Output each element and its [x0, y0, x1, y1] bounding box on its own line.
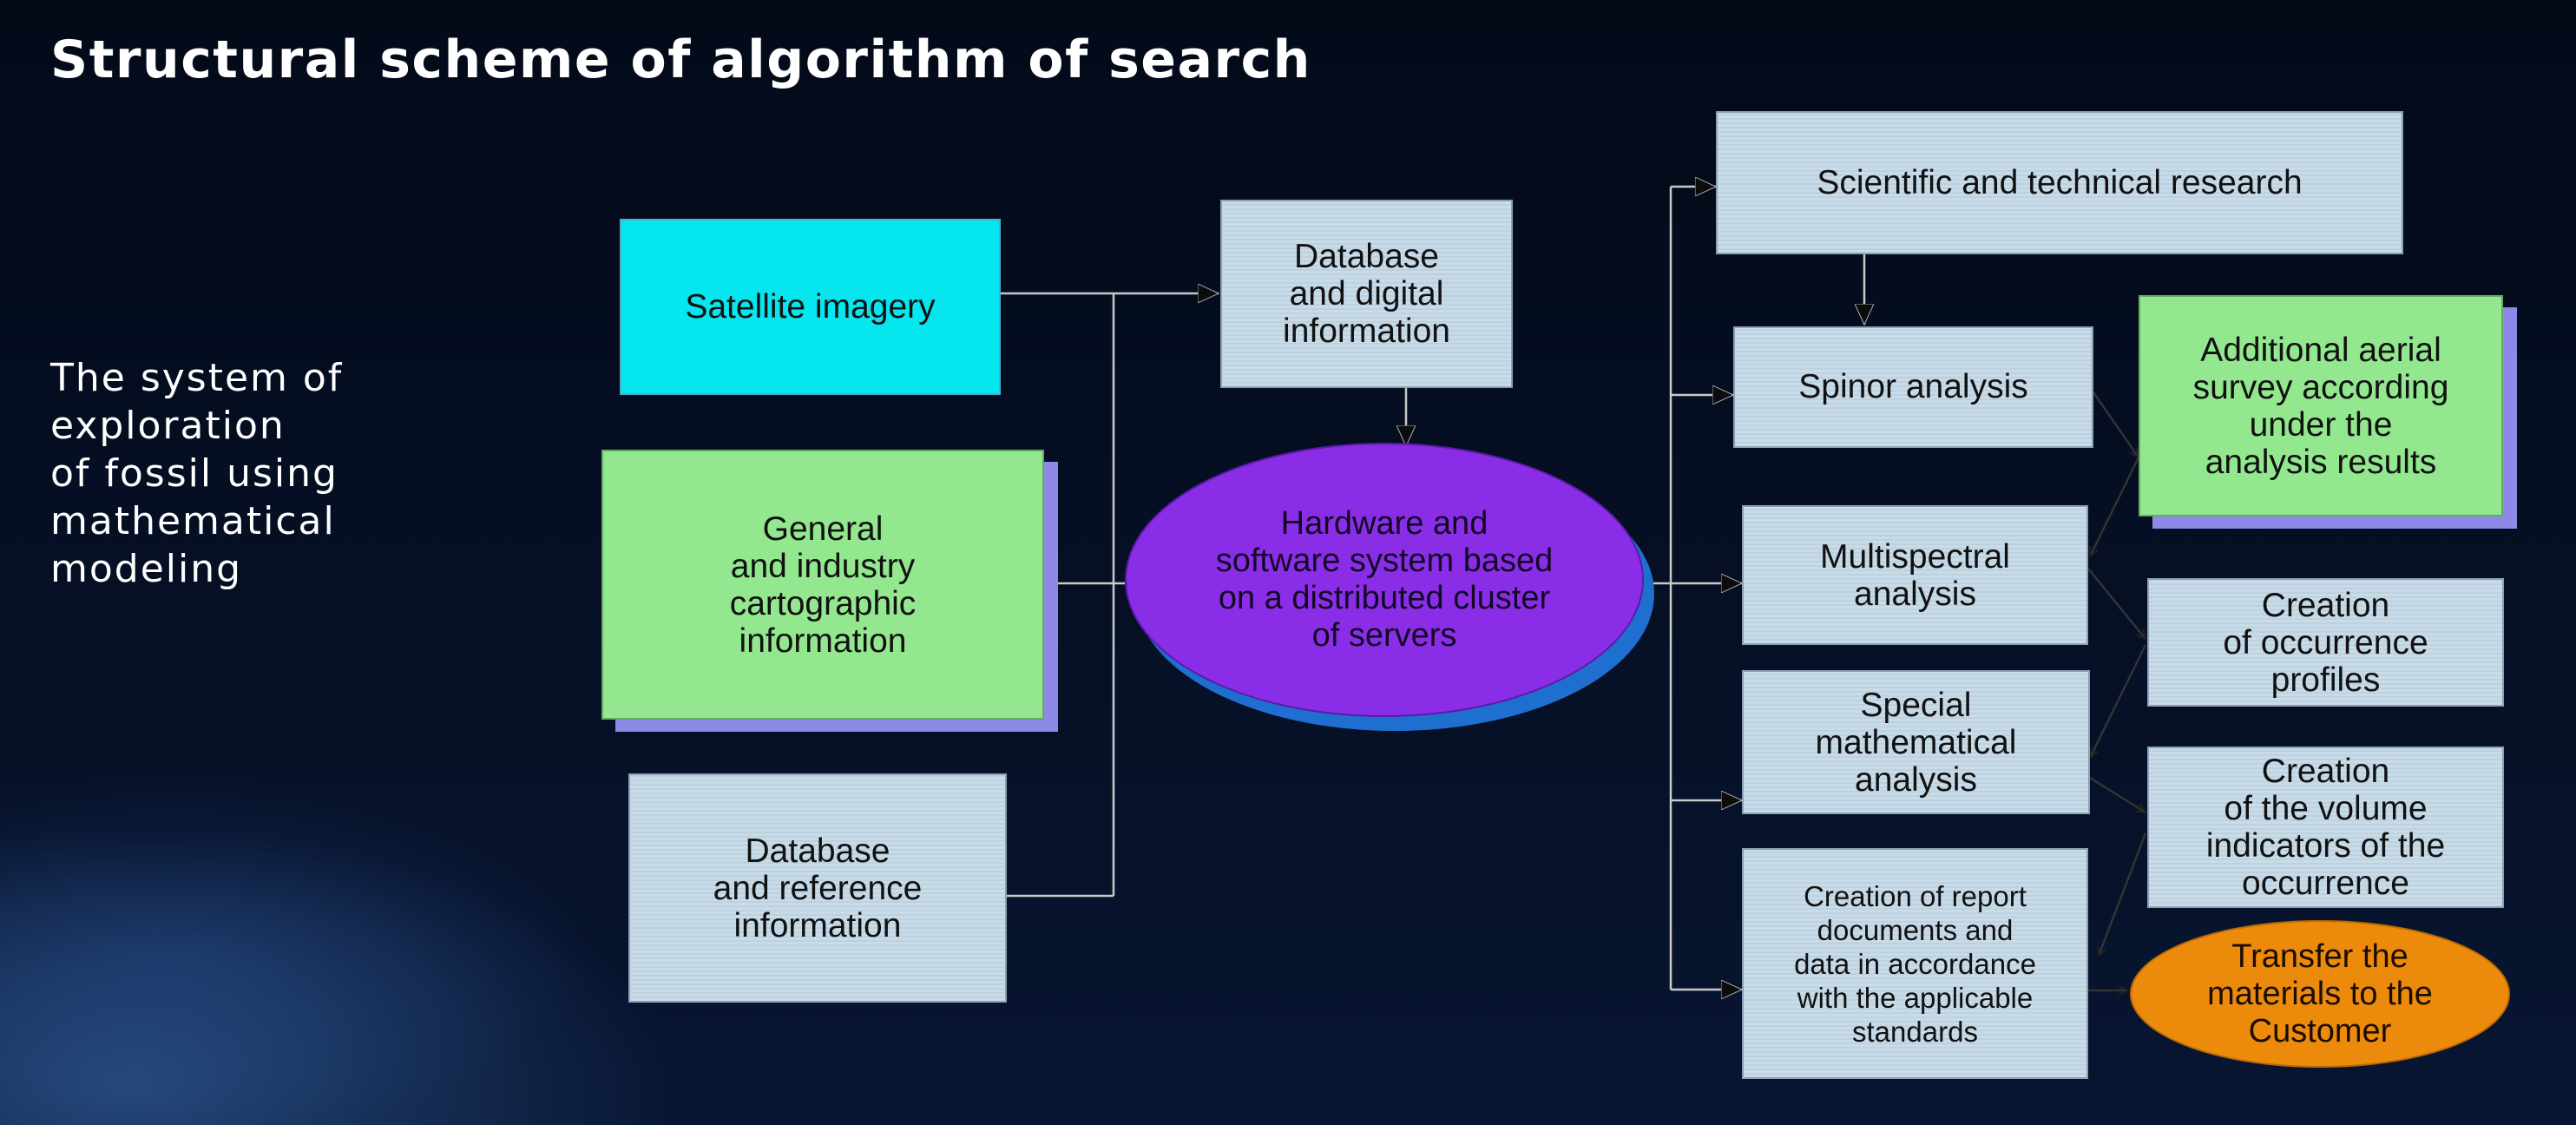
special-math-analysis-box: Special mathematical analysis [1742, 670, 2090, 814]
arrow-aerial-to-multispectral [2088, 457, 2140, 556]
reference-database-box: Database and reference information [628, 773, 1007, 1003]
slide-subtitle: The system of exploration of fossil usin… [50, 356, 344, 591]
cartographic-information-box: General and industry cartographic inform… [601, 450, 1044, 720]
multispectral-analysis-box: Multispectral analysis [1742, 505, 2088, 645]
satellite-imagery-box: Satellite imagery [620, 219, 1001, 395]
arrow-volume-to-report [2099, 832, 2147, 956]
core-system-ellipse: Hardware and software system based on a … [1125, 443, 1644, 717]
arrow-multispectral-to-profiles [2087, 568, 2146, 639]
digital-database-box: Database and digital information [1220, 200, 1513, 388]
spinor-analysis-box: Spinor analysis [1733, 326, 2093, 448]
report-creation-box: Creation of report documents and data in… [1742, 848, 2088, 1079]
arrow-special-to-volume [2089, 776, 2146, 812]
occurrence-profiles-box: Creation of occurrence profiles [2147, 578, 2504, 707]
volume-indicators-box: Creation of the volume indicators of the… [2147, 747, 2504, 908]
slide-title: Structural scheme of algorithm of search [50, 30, 1311, 90]
scientific-research-box: Scientific and technical research [1716, 111, 2403, 254]
transfer-to-customer-ellipse: Transfer the materials to the Customer [2130, 920, 2510, 1068]
aerial-survey-box: Additional aerial survey according under… [2139, 295, 2503, 516]
arrow-profiles-to-special [2088, 644, 2147, 758]
arrow-spinor-to-aerial [2092, 391, 2139, 457]
